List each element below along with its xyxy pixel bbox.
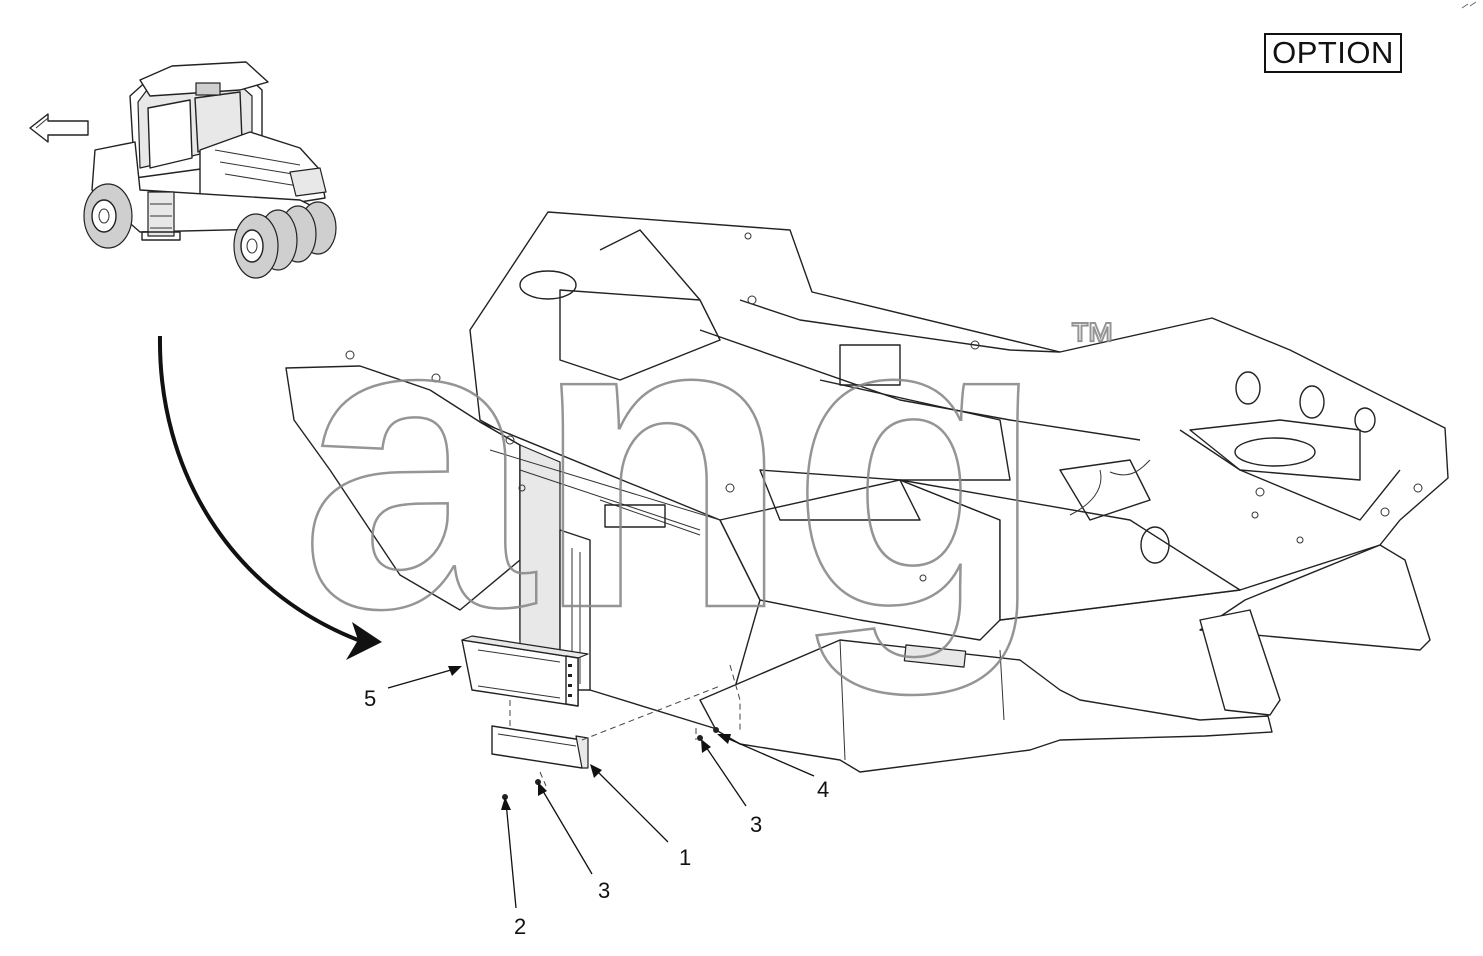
direction-arrow-icon xyxy=(29,113,89,143)
chassis-frame xyxy=(285,211,1449,773)
watermark-text: ang xyxy=(300,227,1047,698)
part-5-step xyxy=(461,635,589,707)
callout-1: 1 xyxy=(679,845,692,870)
curved-arrow-icon xyxy=(157,335,382,660)
callout-2: 2 xyxy=(514,914,527,939)
wheel-icon xyxy=(83,183,133,249)
watermark-trademark: ™ xyxy=(1068,314,1116,367)
callout-5: 5 xyxy=(364,686,377,711)
callout-4: 4 xyxy=(817,777,830,802)
option-label: OPTION xyxy=(1264,33,1402,73)
leader-lines xyxy=(387,666,815,909)
corner-mark-icon xyxy=(1461,1,1477,9)
callout-3-upper: 3 xyxy=(750,812,763,837)
callout-3-lower: 3 xyxy=(598,878,611,903)
watermark: ang ™ xyxy=(299,226,1117,699)
part-1-step xyxy=(491,725,589,769)
machine-thumbnail xyxy=(29,61,337,279)
wheel-icon xyxy=(233,201,337,279)
